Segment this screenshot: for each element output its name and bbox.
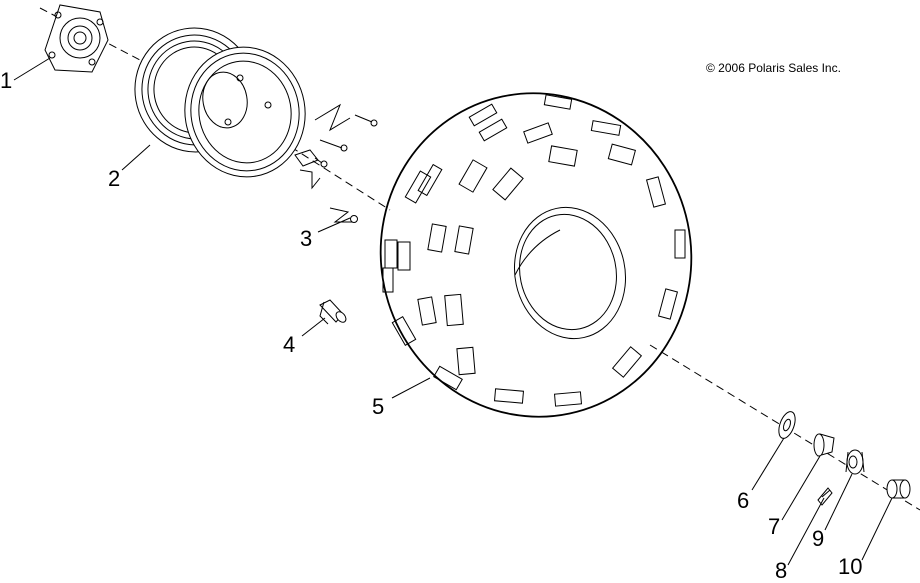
tread-lugs [382,94,686,407]
leader-line-8 [787,497,825,566]
leader-line-2 [121,144,151,171]
tire-part [379,92,693,418]
hub-part [44,4,109,73]
leader-line-10 [861,497,893,561]
castle-nut-part [845,449,865,475]
callout-4: 4 [283,332,296,357]
callout-1: 1 [0,68,13,93]
callout-10: 10 [838,554,863,579]
leader-line-9 [824,473,853,531]
washer-part [778,411,796,439]
callout-5: 5 [372,394,385,419]
hub-cap-part [886,479,911,499]
leader-line-1 [13,57,51,81]
callout-2: 2 [108,166,121,191]
cone-washer-part [813,433,835,457]
callout-7: 7 [768,514,781,539]
copyright-notice: © 2006 Polaris Sales Inc. [706,61,841,75]
leader-line-4 [301,317,326,337]
leader-line-5 [391,377,431,399]
callout-6: 6 [737,488,750,513]
leader-line-3 [317,217,351,233]
leader-line-7 [781,455,821,521]
leader-line-6 [751,437,785,491]
wheel-rim-part [134,27,306,178]
callout-3: 3 [300,226,313,251]
cotter-pin-part [817,487,833,506]
wheel-studs [294,103,378,190]
lug-nut-part [329,207,358,223]
callout-9: 9 [812,526,825,551]
valve-stem-part [319,299,347,325]
callout-8: 8 [775,558,788,583]
